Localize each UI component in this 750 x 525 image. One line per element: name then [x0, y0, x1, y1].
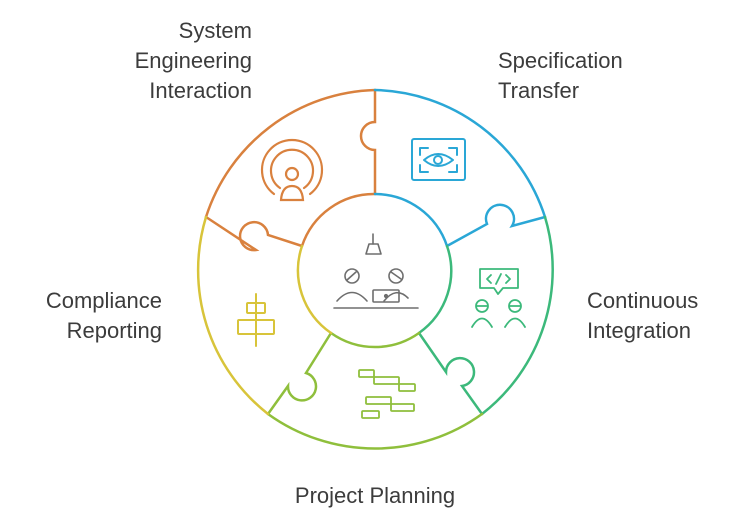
label-specification-transfer: Specification Transfer: [498, 48, 623, 103]
code-team-icon: [471, 268, 526, 328]
gantt-chart-icon: [358, 369, 416, 419]
align-center-icon: [237, 293, 275, 347]
segment-continuous-integration: [417, 215, 554, 416]
segment-compliance-reporting: [196, 215, 333, 416]
label-continuous-integration: Continuous Integration: [587, 288, 699, 343]
segment-specification-transfer: [373, 88, 547, 248]
team-meeting-icon: [333, 233, 419, 309]
segment-system-engineering-interaction: [204, 88, 377, 252]
label-system-engineering-interaction: System Engineering Interaction: [134, 18, 252, 103]
radar-person-icon: [260, 138, 324, 202]
segment-project-planning: [266, 331, 484, 450]
eye-scan-icon: [411, 138, 466, 181]
label-project-planning: Project Planning: [294, 483, 456, 508]
label-compliance-reporting: Compliance Reporting: [45, 288, 162, 343]
